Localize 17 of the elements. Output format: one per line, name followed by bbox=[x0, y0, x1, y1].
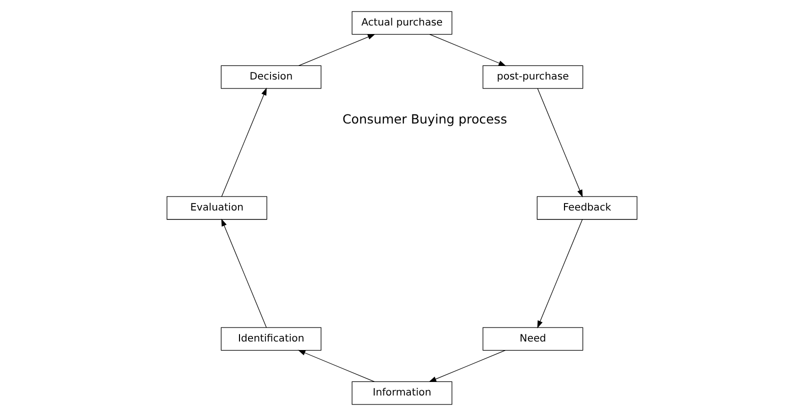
arrow bbox=[429, 34, 506, 66]
arrow bbox=[298, 349, 375, 382]
node-box: Need bbox=[482, 326, 584, 350]
node-box: Decision bbox=[220, 64, 322, 88]
arrow bbox=[221, 87, 267, 196]
node-box: Identification bbox=[220, 326, 322, 350]
arrow bbox=[537, 218, 583, 328]
node-box: post-purchase bbox=[482, 64, 584, 88]
node-box: Actual purchase bbox=[352, 10, 452, 34]
node-box: Evaluation bbox=[166, 196, 268, 220]
arrow bbox=[298, 33, 376, 66]
arrow bbox=[428, 350, 506, 382]
node-box: Feedback bbox=[536, 196, 638, 220]
arrow bbox=[221, 218, 267, 328]
node-box: Information bbox=[352, 380, 452, 404]
arrow bbox=[537, 88, 583, 197]
label: Consumer Buying process bbox=[342, 110, 508, 126]
